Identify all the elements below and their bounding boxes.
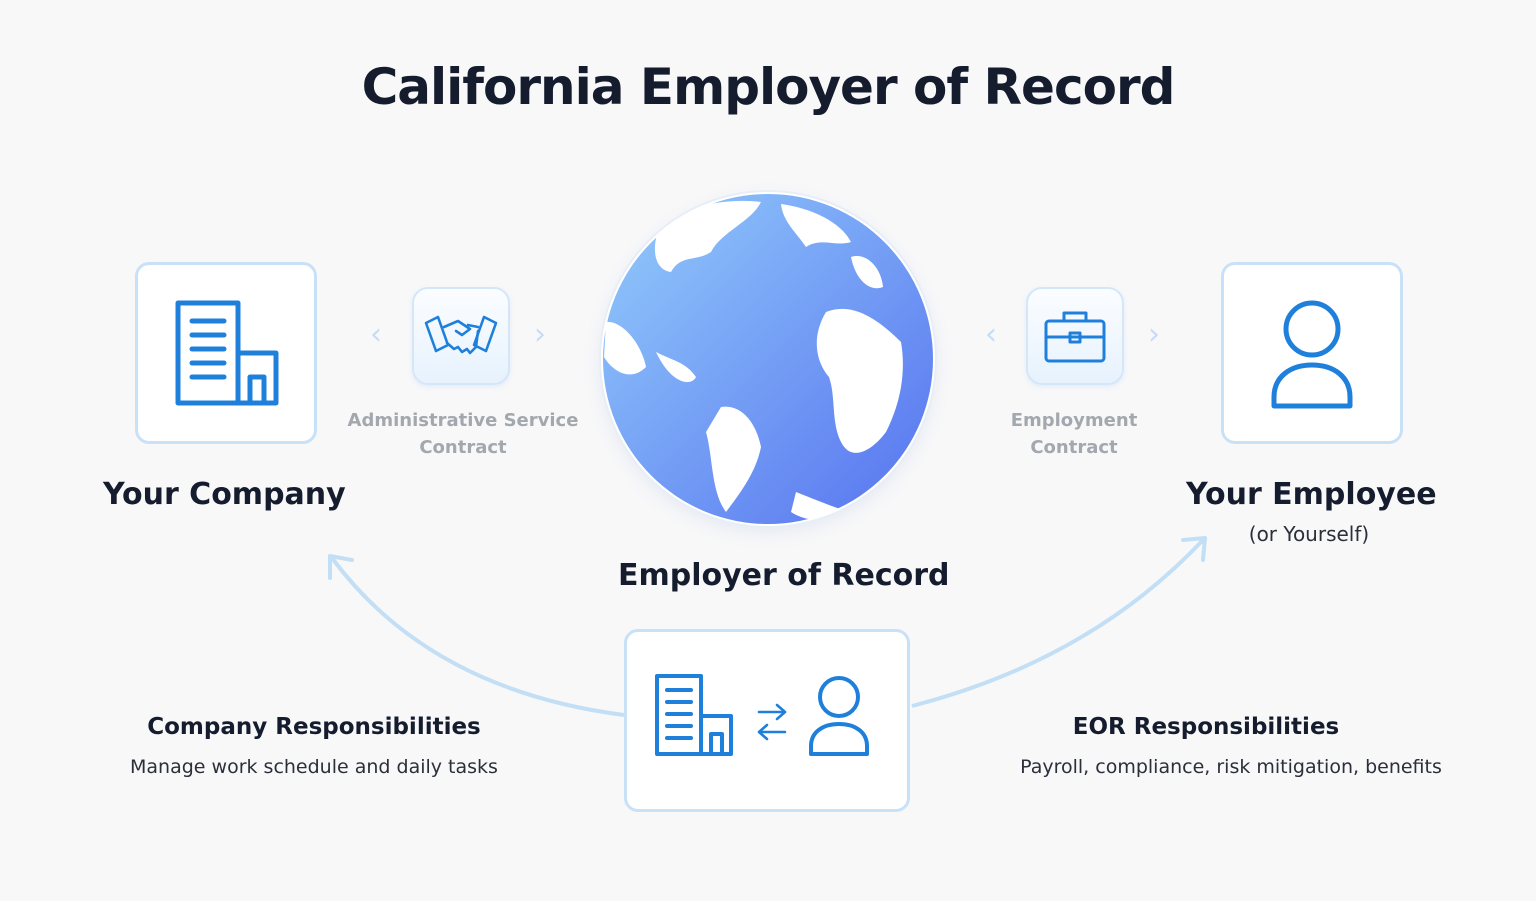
globe-icon	[603, 194, 933, 524]
employment-contract-line1: Employment	[1010, 410, 1138, 431]
admin-contract-label: Administrative Service Contract	[340, 407, 586, 461]
eor-label: Employer of Record	[618, 558, 950, 593]
company-responsibilities-text: Manage work schedule and daily tasks	[130, 756, 498, 778]
chevron-right-icon: ›	[1148, 317, 1160, 352]
employment-contract-badge	[1026, 287, 1124, 385]
eor-globe	[601, 192, 935, 526]
admin-contract-line2: Contract	[419, 437, 507, 458]
chevron-left-icon: ‹	[985, 317, 997, 352]
employment-contract-line2: Contract	[1030, 437, 1118, 458]
building-icon	[175, 300, 279, 406]
relationship-card	[624, 629, 910, 812]
eor-responsibilities-text: Payroll, compliance, risk mitigation, be…	[1020, 756, 1442, 778]
person-icon	[1271, 300, 1353, 409]
arc-to-company	[330, 556, 625, 717]
admin-contract-line1: Administrative Service	[347, 410, 579, 431]
swap-arrows-icon	[757, 703, 787, 741]
company-responsibilities-title: Company Responsibilities	[147, 714, 481, 740]
admin-contract-badge	[412, 287, 510, 385]
employment-contract-label: Employment Contract	[984, 407, 1164, 461]
chevron-right-icon: ›	[534, 317, 546, 352]
chevron-left-icon: ‹	[370, 317, 382, 352]
employee-sublabel: (or Yourself)	[1248, 522, 1370, 546]
briefcase-icon	[1044, 311, 1106, 363]
person-icon	[809, 676, 869, 756]
arrowhead-company	[328, 554, 354, 580]
employee-card	[1221, 262, 1403, 444]
arrowhead-employee	[1181, 536, 1207, 562]
eor-responsibilities-title: EOR Responsibilities	[1072, 714, 1340, 740]
employee-label: Your Employee	[1186, 477, 1437, 512]
page-title: California Employer of Record	[361, 58, 1176, 116]
building-icon	[655, 674, 733, 756]
arc-to-employee	[911, 538, 1205, 708]
company-label: Your Company	[103, 477, 346, 512]
handshake-icon	[424, 315, 498, 355]
company-card	[135, 262, 317, 444]
relationship-icons	[655, 674, 869, 756]
